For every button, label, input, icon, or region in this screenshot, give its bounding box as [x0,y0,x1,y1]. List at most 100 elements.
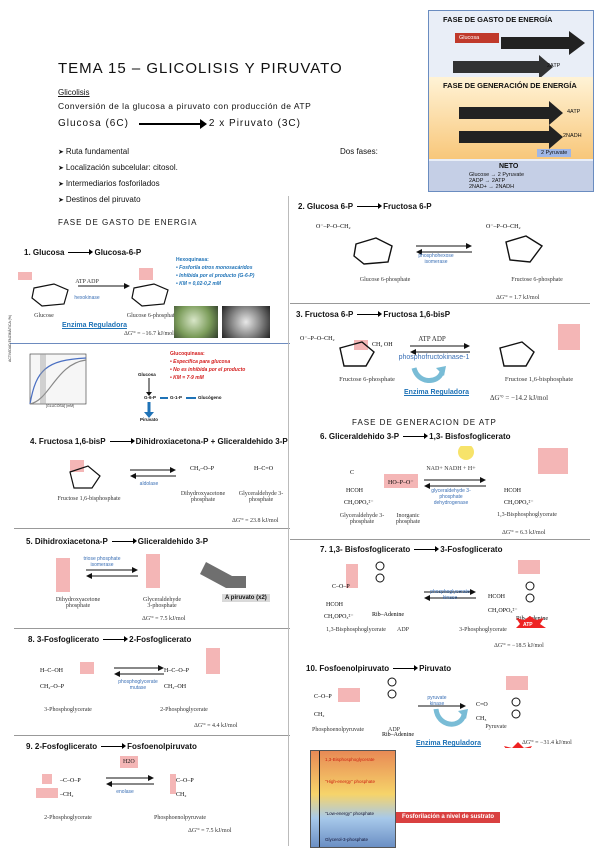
atp4-label: 4ATP [567,109,581,115]
glucoquinasa-notes: Glucoquinasa: • Específica para glucosa … [170,351,246,381]
delta-g-label: ΔG'° = 7.5 kJ/mol [142,616,186,622]
delta-g-label: ΔG'° = −14.2 kJ/mol [490,394,549,402]
eq-right: 2 x Piruvato (3C) [208,118,301,129]
svg-text:CH₂: CH₂ [314,712,324,718]
list-item: Intermediarios fosforilados [58,176,178,192]
neto-row: 2NAD+ → 2NADH [469,184,515,190]
arrow-right-icon [111,538,137,545]
svg-text:O⁻–P–O–CH₂: O⁻–P–O–CH₂ [486,224,521,230]
arrow-right-icon [357,203,383,210]
svg-text:HCOH: HCOH [326,602,344,608]
enzyme-label: glyceraldehyde 3-phosphate dehydrogenase [431,488,471,506]
sustrato-banner: Fosforilación a nivel de sustrato [396,812,500,823]
svg-text:C–O–P: C–O–P [314,694,332,700]
hexoquinasa-notes: Hexoquinasa: • Fosforila otros monosacár… [176,257,255,287]
molecule-label: 1,3-Bisphosphoglycerate [497,512,557,518]
svg-text:H–C=O: H–C=O [254,466,274,472]
enzyme-label: phosphoglycerate mutase [118,679,158,691]
path-glucosa: Glucosa [138,372,156,377]
water-label: H2O [123,759,135,765]
neto-row: 2ADP → 2ATP [469,178,506,184]
svg-text:O⁻–P–O–CH₂: O⁻–P–O–CH₂ [300,336,335,342]
kinase-activity-graph [29,353,87,405]
molecule-label: Phosphoenolpyruvate [154,815,206,821]
arrow-right-icon [414,546,440,553]
bullet-list: Ruta fundamental Localización subcelular… [58,144,178,208]
molecule-label: Fructose 6-phosphate [511,277,563,283]
step7-structures: C–O–P HCOH CH₂OPO₃²⁻ Rib–Adenine HCOH CH… [324,560,548,628]
svg-text:CH₂OPO₃²⁻: CH₂OPO₃²⁻ [324,614,354,620]
svg-text:CH₂OPO₃²⁻: CH₂OPO₃²⁻ [344,500,374,506]
divider [14,628,290,629]
svg-text:CH₂: CH₂ [176,792,186,798]
svg-text:H–C–OH: H–C–OH [40,668,64,674]
svg-text:–CH₂: –CH₂ [59,792,73,798]
section-generacion: FASE DE GENERACION DE ATP [352,418,497,427]
nadh2-label: 2NADH [563,133,582,139]
atp-burst-label: ATP [523,622,533,628]
enzyme-label: hexokinase [74,295,100,301]
eq-left: Glucosa (6C) [58,118,129,129]
arrow-right-icon [68,249,94,256]
svg-text:H–C–O–P: H–C–O–P [164,668,190,674]
delta-g-label: ΔG'° = 7.5 kJ/mol [188,828,232,834]
list-item: Ruta fundamental [58,144,178,160]
svg-text:C: C [350,470,354,476]
svg-text:–C–O–P: –C–O–P [59,778,81,784]
cofactor-label: ATP ADP [418,335,446,343]
enzyme-label: phosphoglycerate kinase [430,589,470,601]
arrow-right-icon [103,636,129,643]
molecule-label: ADP [396,627,409,633]
svg-text:CH₂–O–P: CH₂–O–P [40,684,65,690]
section-gasto: FASE DE GASTO DE ENERGIA [58,218,198,227]
hexokinase-structure-image [174,306,218,338]
conversion-text: Conversión de la glucosa a piruvato con … [58,101,312,111]
pyruvate-chip: 2 Pyruvate [537,149,572,157]
svg-text:C–O–P: C–O–P [176,778,194,784]
svg-text:CH₂–O–P: CH₂–O–P [190,466,215,472]
enzyme-label: phosphohexose isomerase [418,253,454,265]
molecule-label: Glyceraldehyde 3-phosphate [143,597,181,609]
path-g1p: G-1-P [170,395,183,400]
list-item: Destinos del piruvato [58,192,178,208]
fase-generacion-heading: FASE DE GENERACIÓN DE ENERGÍA [443,81,577,90]
graph-y-label: ACTIVIDAD ENZIMÁTICA (%) [8,314,12,362]
svg-text:HCOH: HCOH [346,488,364,494]
hexokinase-bound-image [222,306,270,338]
svg-text:CH₂OPO₃²⁻: CH₂OPO₃²⁻ [488,608,518,614]
energy-arrows-top [453,31,585,79]
delta-g-label: ΔG'° = 23.8 kJ/mol [232,518,279,524]
glucosa-chip: Glucosa [455,33,499,43]
svg-text:C–O–P: C–O–P [332,584,350,590]
energy-level-inset: 1,3-Bisphosphoglycerate "High-energy" ph… [310,750,396,848]
atp-burst-label: ATP [515,760,525,766]
arrow-right-icon [101,743,127,750]
molecule-label: Fructose 1,6-bisphosphate [504,376,574,383]
svg-text:O⁻–P–O–CH₂: O⁻–P–O–CH₂ [316,224,351,230]
regulation-arrow-icon [411,366,446,383]
molecule-label: Glucose [34,313,54,319]
divider [14,528,290,529]
arrow-right-icon [138,118,207,129]
neto-box: NETO Glucose → 2 Pyruvate 2ADP → 2ATP 2N… [429,161,593,191]
divider [10,343,290,344]
delta-g-label: ΔG'° = 4.4 kJ/mol [194,723,238,729]
divider [14,735,290,736]
list-item: Localización subcelular: citosol. [58,160,178,176]
dos-fases-label: Dos fases: [340,147,378,156]
enzyme-label: enolase [116,789,134,795]
step5-structures [56,554,246,592]
step3-structures: O⁻–P–O–CH₂ CH₂ OH [300,324,580,367]
delta-g-label: ΔG'° = −18.5 kJ/mol [494,643,544,649]
divider [290,303,590,304]
svg-text:CH₂–OH: CH₂–OH [164,684,187,690]
energy-phases-figure: FASE DE GASTO DE ENERGÍA Glucosa 2ATP FA… [428,10,594,192]
